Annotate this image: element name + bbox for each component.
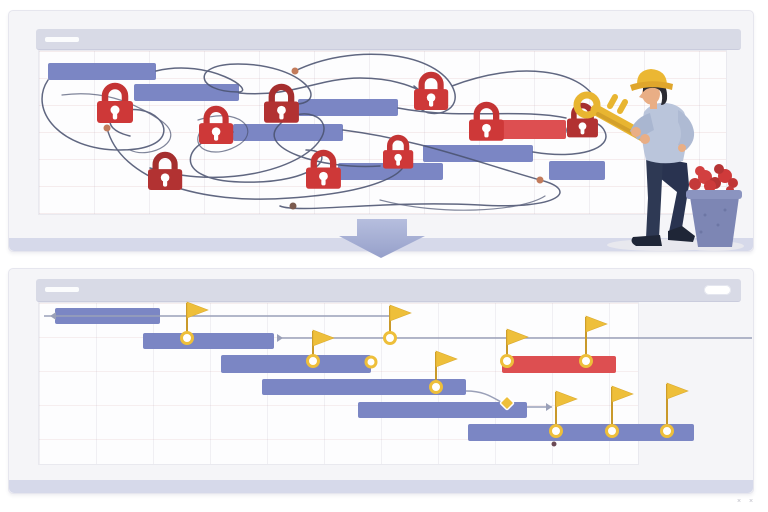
task-bar-blocked[interactable] xyxy=(500,120,566,139)
bottom-window-header xyxy=(36,279,741,302)
task-bar[interactable] xyxy=(134,84,239,101)
task-bar[interactable] xyxy=(549,161,605,180)
task-bar[interactable] xyxy=(143,333,274,349)
task-bar[interactable] xyxy=(233,124,343,141)
task-bar[interactable] xyxy=(48,63,156,80)
task-bar[interactable] xyxy=(221,355,371,373)
header-button-pill[interactable] xyxy=(704,285,731,295)
top-window-footer xyxy=(9,238,753,251)
task-bar[interactable] xyxy=(262,379,466,395)
top-window-header xyxy=(36,29,741,50)
bottom-window-footer xyxy=(9,480,753,493)
task-bar[interactable] xyxy=(423,145,533,162)
task-bar[interactable] xyxy=(358,402,527,418)
top-window-title-placeholder xyxy=(45,37,79,42)
bottom-window-title-placeholder xyxy=(45,287,79,292)
watermark: × × xyxy=(737,498,757,505)
task-bar[interactable] xyxy=(338,163,443,180)
top-schedule-window xyxy=(8,10,754,252)
task-bar-blocked[interactable] xyxy=(502,356,616,373)
task-bar[interactable] xyxy=(55,308,160,324)
task-bar[interactable] xyxy=(298,99,398,116)
task-bar[interactable] xyxy=(468,424,694,441)
